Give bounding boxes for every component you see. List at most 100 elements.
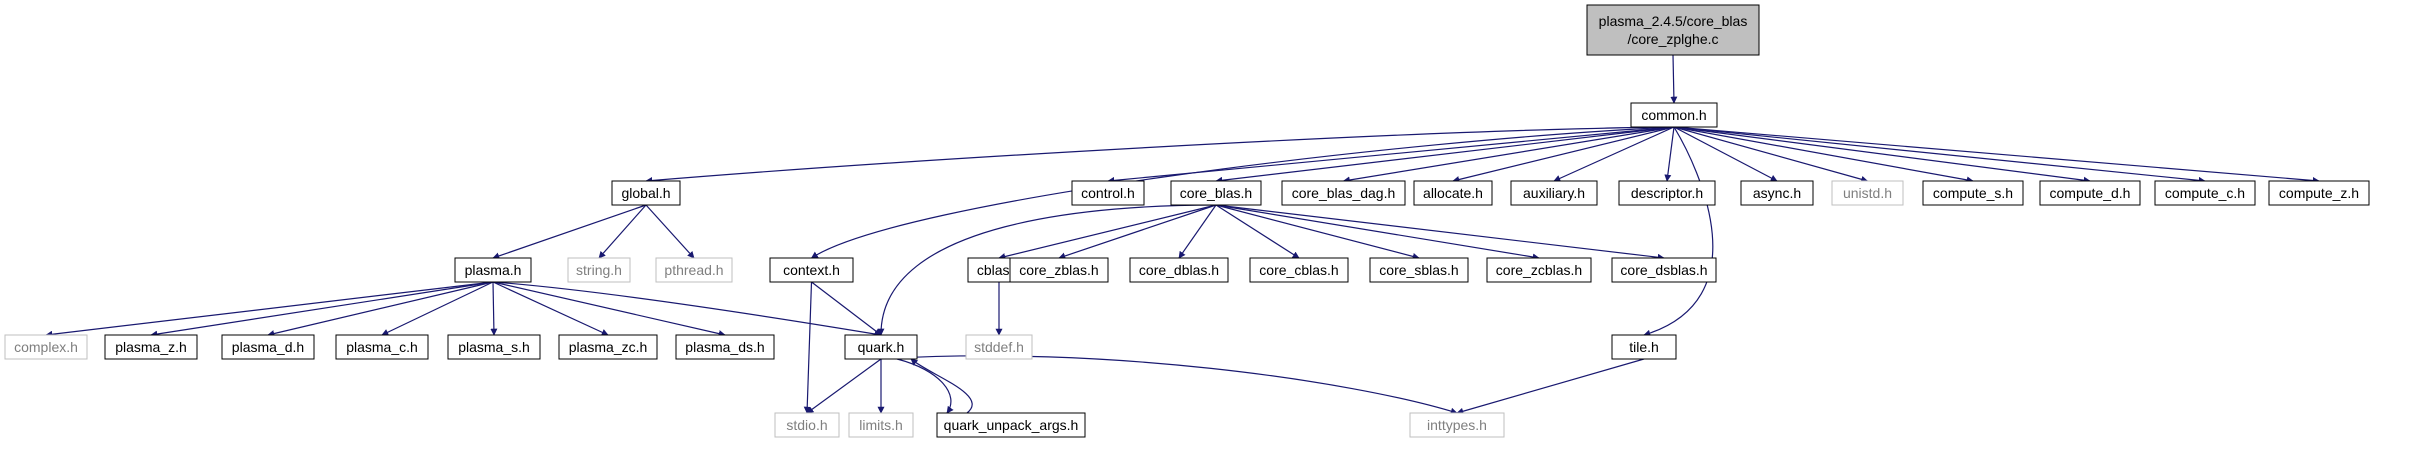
node-global[interactable]: global.h [611, 180, 681, 206]
edge-global-to-plasma [492, 204, 647, 260]
edge-common-to-compute_s [1673, 126, 1974, 184]
node-box-string [567, 257, 631, 283]
node-core_dblas[interactable]: core_dblas.h [1129, 257, 1229, 283]
node-box-core_dblas [1129, 257, 1229, 283]
node-box-complex [4, 334, 88, 360]
edge-plasma-to-plasma_z [150, 281, 494, 338]
node-box-core_blas [1170, 180, 1262, 206]
node-plasma_s[interactable]: plasma_s.h [447, 334, 541, 360]
node-box-stdio [774, 412, 840, 438]
node-label-tile: tile.h [1629, 339, 1659, 355]
node-box-global [611, 180, 681, 206]
node-label-core_dsblas: core_dsblas.h [1620, 262, 1707, 278]
node-compute_z[interactable]: compute_z.h [2268, 180, 2370, 206]
node-plasma_d[interactable]: plasma_d.h [221, 334, 315, 360]
node-box-pthread [655, 257, 733, 283]
node-label-auxiliary: auxiliary.h [1523, 185, 1585, 201]
node-label-plasma_z: plasma_z.h [115, 339, 187, 355]
edge-common-to-global [645, 126, 1675, 184]
node-core_zblas[interactable]: core_zblas.h [1009, 257, 1109, 283]
node-box-plasma_s [447, 334, 541, 360]
node-allocate[interactable]: allocate.h [1413, 180, 1493, 206]
node-compute_c[interactable]: compute_c.h [2154, 180, 2256, 206]
edge-common-to-core_blas [1215, 126, 1675, 184]
node-descriptor[interactable]: descriptor.h [1618, 180, 1716, 206]
node-label-quark: quark.h [858, 339, 905, 355]
edge-common-to-compute_d [1673, 126, 2091, 184]
node-label-string: string.h [576, 262, 622, 278]
node-label-context: context.h [783, 262, 840, 278]
node-common[interactable]: common.h [1630, 102, 1718, 128]
edge-core_blas-to-quark [877, 204, 1217, 336]
node-root[interactable]: plasma_2.4.5/core_blas/core_zplghe.c [1586, 4, 1760, 56]
node-box-plasma_z [104, 334, 198, 360]
node-label-core_cblas: core_cblas.h [1259, 262, 1338, 278]
node-compute_s[interactable]: compute_s.h [1922, 180, 2024, 206]
node-label-stdio: stdio.h [786, 417, 827, 433]
edge-quark-to-quark_unpack [896, 358, 954, 414]
node-label-compute_z: compute_z.h [2279, 185, 2359, 201]
node-inttypes: inttypes.h [1409, 412, 1505, 438]
edge-global-to-string [598, 204, 647, 259]
edge-global-to-pthread [645, 204, 695, 259]
node-pthread: pthread.h [655, 257, 733, 283]
node-label-core_blas_dag: core_blas_dag.h [1292, 185, 1396, 201]
edge-common-to-tile [1643, 126, 1714, 337]
node-auxiliary[interactable]: auxiliary.h [1510, 180, 1598, 206]
node-label-pthread: pthread.h [664, 262, 723, 278]
node-plasma[interactable]: plasma.h [454, 257, 532, 283]
node-compute_d[interactable]: compute_d.h [2039, 180, 2141, 206]
node-label-descriptor: descriptor.h [1631, 185, 1703, 201]
node-box-stddef [965, 334, 1033, 360]
node-box-plasma_c [335, 334, 429, 360]
node-box-compute_z [2268, 180, 2370, 206]
edge-common-to-unistd [1673, 126, 1869, 183]
node-label-stddef: stddef.h [974, 339, 1024, 355]
node-core_blas_dag[interactable]: core_blas_dag.h [1281, 180, 1406, 206]
node-core_blas[interactable]: core_blas.h [1170, 180, 1262, 206]
node-box-limits [848, 412, 914, 438]
node-limits: limits.h [848, 412, 914, 438]
node-box-core_sblas [1369, 257, 1469, 283]
node-box-inttypes [1409, 412, 1505, 438]
node-label-plasma_zc: plasma_zc.h [569, 339, 648, 355]
node-core_zcblas[interactable]: core_zcblas.h [1486, 257, 1592, 283]
node-label-async: async.h [1753, 185, 1801, 201]
node-label-unistd: unistd.h [1843, 185, 1892, 201]
node-plasma_zc[interactable]: plasma_zc.h [558, 334, 658, 360]
node-quark_unpack[interactable]: quark_unpack_args.h [936, 412, 1086, 438]
edge-common-to-compute_c [1673, 126, 2206, 184]
node-core_cblas[interactable]: core_cblas.h [1249, 257, 1349, 283]
edges-layer [45, 54, 2320, 415]
node-box-allocate [1413, 180, 1493, 206]
edge-plasma-to-plasma_s [490, 281, 498, 336]
node-label-core_zblas: core_zblas.h [1019, 262, 1098, 278]
node-tile[interactable]: tile.h [1611, 334, 1677, 360]
node-context[interactable]: context.h [769, 257, 854, 283]
node-label-compute_d: compute_d.h [2050, 185, 2131, 201]
edge-common-to-compute_z [1673, 126, 2320, 184]
node-plasma_z[interactable]: plasma_z.h [104, 334, 198, 360]
node-label-common: common.h [1641, 107, 1706, 123]
node-core_sblas[interactable]: core_sblas.h [1369, 257, 1469, 283]
node-async[interactable]: async.h [1740, 180, 1814, 206]
node-box-descriptor [1618, 180, 1716, 206]
node-box-plasma_zc [558, 334, 658, 360]
edge-plasma-to-plasma_c [381, 281, 494, 336]
node-box-core_zblas [1009, 257, 1109, 283]
node-control[interactable]: control.h [1071, 180, 1145, 206]
node-label-global: global.h [621, 185, 670, 201]
node-label-compute_s: compute_s.h [1933, 185, 2013, 201]
node-label-core_blas: core_blas.h [1180, 185, 1252, 201]
node-plasma_c[interactable]: plasma_c.h [335, 334, 429, 360]
node-quark[interactable]: quark.h [844, 334, 918, 360]
node-core_dsblas[interactable]: core_dsblas.h [1611, 257, 1717, 283]
edge-core_blas-to-cblas [998, 204, 1217, 260]
edge-root-to-common [1670, 54, 1678, 104]
node-plasma_ds[interactable]: plasma_ds.h [675, 334, 775, 360]
node-box-core_blas_dag [1281, 180, 1406, 206]
edge-quark-to-inttypes [880, 355, 1458, 415]
edge-common-to-allocate [1452, 126, 1675, 183]
node-label-root: plasma_2.4.5/core_blas/core_zplghe.c [1599, 13, 1748, 47]
